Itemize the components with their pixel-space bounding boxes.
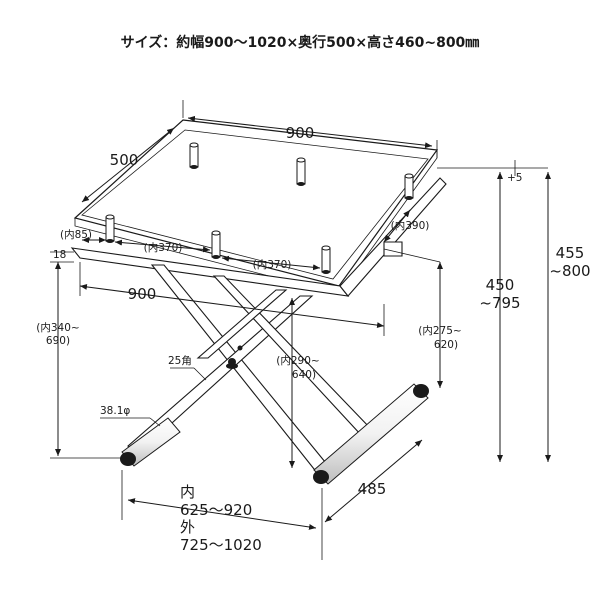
label-inner-370-right: (内370) [253, 258, 292, 271]
label-plus-5: +5 [507, 172, 522, 184]
label-inner-690: 690) [46, 335, 70, 347]
label-inner-620: 620) [434, 339, 458, 351]
glass-supports [105, 142, 414, 274]
label-height-455: 455 [556, 244, 585, 262]
support-post [105, 214, 115, 243]
label-inner-390: (内390) [391, 219, 430, 232]
support-post [404, 173, 414, 200]
dimension-lines [50, 100, 551, 560]
label-height-795: ~795 [479, 294, 520, 312]
table-frame [70, 177, 447, 297]
label-inner-340: (内340~ [36, 321, 79, 334]
label-inner: 内 [180, 483, 195, 501]
label-square-25: 25角 [168, 355, 192, 367]
label-base-depth-485: 485 [358, 480, 387, 498]
support-post [321, 245, 331, 274]
dimension-labels: 900 500 (内85) (内370) (内370) (内390) 18 +5… [36, 124, 590, 554]
support-post [211, 230, 221, 259]
label-top-depth: 500 [110, 151, 139, 169]
label-thickness-18: 18 [53, 249, 66, 261]
support-post [296, 157, 306, 186]
label-inner-370-left: (内370) [144, 241, 183, 254]
label-outer-range: 725～1020 [180, 536, 262, 554]
label-height-800: ~800 [549, 262, 590, 280]
label-inner-275: (内275~ [418, 324, 461, 337]
label-pipe-381: 38.1φ [100, 405, 130, 417]
size-title: サイズ：約幅900～1020×奥行500×高さ460~800㎜ [121, 34, 480, 51]
base-pipes [120, 383, 429, 485]
label-front-width-900: 900 [128, 285, 157, 303]
left-base-pipe [120, 417, 181, 467]
label-outer: 外 [180, 518, 195, 536]
support-post [189, 142, 199, 169]
label-inner-290: (内290~ [276, 354, 319, 367]
label-height-450: 450 [486, 276, 515, 294]
label-inner-85: (内85) [60, 228, 92, 241]
label-inner-640: 640) [292, 369, 316, 381]
label-top-width: 900 [286, 124, 315, 142]
label-inner-range: 625～920 [180, 501, 252, 519]
